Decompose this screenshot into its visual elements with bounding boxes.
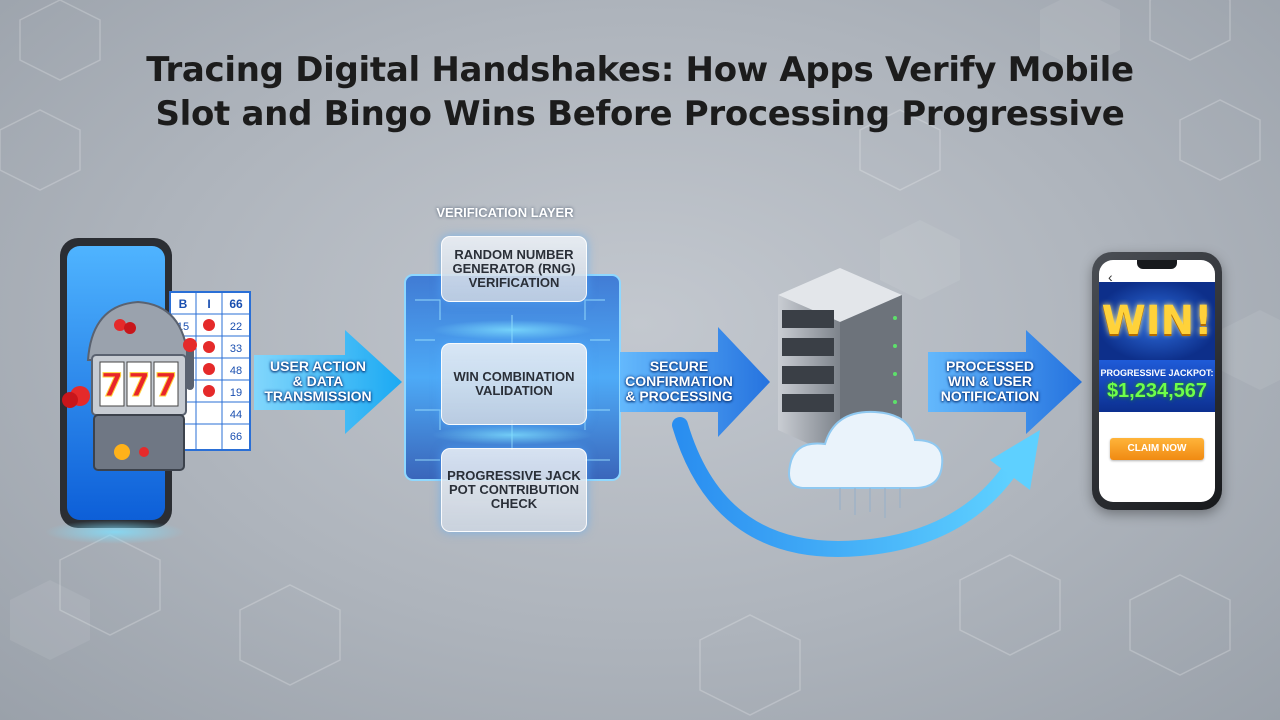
step-label-notification: Processed Win & User Notification — [934, 359, 1046, 404]
card-line: Verification — [468, 275, 560, 290]
card-win-validation: Win Combination Validation — [441, 343, 587, 425]
card-line: Random Number — [454, 247, 574, 262]
jackpot-amount: $1,234,567 — [1106, 380, 1208, 402]
cherry-icon — [124, 322, 136, 334]
bingo-cell: 19 — [230, 387, 242, 399]
card-line: Generator (RNG) — [452, 261, 576, 276]
step-label-line: Win & User — [948, 373, 1032, 389]
step-label-line: Processed — [946, 358, 1034, 374]
slot-machine: 7 7 7 — [62, 300, 197, 471]
bingo-daub — [203, 341, 215, 353]
jackpot-band: Progressive Jackpot: $1,234,567 — [1099, 360, 1215, 412]
bingo-cell: 22 — [230, 321, 242, 333]
step-label-line: & Processing — [625, 388, 733, 404]
bingo-daub — [203, 385, 215, 397]
step-label-line: & Data — [292, 373, 344, 389]
step-label-line: Secure — [649, 358, 709, 374]
bingo-cell: 66 — [230, 431, 242, 443]
cherry-icon — [62, 392, 78, 408]
result-phone: ‹ WIN! Progressive Jackpot: $1,234,567 C… — [1092, 252, 1222, 510]
bingo-cell: 33 — [230, 343, 242, 355]
win-banner: WIN! — [1099, 282, 1215, 360]
title-line-2: Slot and Bingo Wins Before Processing Pr… — [155, 94, 1125, 134]
verification-layer-title: Verification Layer — [436, 205, 574, 220]
step-label-line: User Action — [270, 358, 366, 374]
bingo-cell: 48 — [230, 365, 242, 377]
bingo-header-0: B — [179, 297, 188, 311]
card-line: Progressive Jack — [447, 468, 581, 483]
step-label-line: Transmission — [264, 388, 372, 404]
card-line: pot Contribution — [449, 482, 579, 497]
bingo-header-1: I — [207, 297, 210, 311]
flow-arrow-user-action — [254, 330, 402, 434]
phone-notch — [1137, 260, 1177, 269]
cherry-icon — [114, 319, 126, 331]
win-text: WIN! — [1101, 298, 1213, 344]
flow-arrow-confirmation — [620, 327, 770, 437]
claim-now-button[interactable]: Claim Now — [1110, 438, 1204, 460]
result-phone-screen: ‹ WIN! Progressive Jackpot: $1,234,567 C… — [1099, 260, 1215, 502]
card-line: Check — [490, 496, 538, 511]
bingo-cell: 44 — [230, 409, 242, 421]
step-label-user-action: User Action & Data Transmission — [256, 359, 380, 404]
reel-symbol: 7 — [155, 366, 177, 404]
cloud-icon — [788, 410, 944, 518]
bingo-daub — [203, 363, 215, 375]
reel-symbol: 7 — [128, 366, 150, 404]
jackpot-label: Progressive Jackpot: — [1100, 368, 1214, 378]
bingo-daub — [203, 319, 215, 331]
card-line: Win Combination — [453, 369, 575, 384]
hex-tiles-filled — [10, 0, 1280, 660]
back-chevron-icon[interactable]: ‹ — [1108, 269, 1113, 285]
flow-arrow-notification — [928, 330, 1082, 434]
card-jackpot-check: Progressive Jack pot Contribution Check — [441, 448, 587, 532]
card-rng-verification: Random Number Generator (RNG) Verificati… — [441, 236, 587, 302]
page-title: Tracing Digital Handshakes: How Apps Ver… — [60, 48, 1220, 136]
bingo-header-2: 66 — [229, 297, 243, 311]
reel-symbol: 7 — [101, 366, 123, 404]
curved-flow-arrow — [672, 417, 1040, 557]
step-label-confirmation: Secure Confirmation & Processing — [620, 359, 738, 404]
step-label-line: Notification — [940, 388, 1040, 404]
step-label-line: Confirmation — [625, 373, 733, 389]
card-line: Validation — [475, 383, 553, 398]
title-line-1: Tracing Digital Handshakes: How Apps Ver… — [146, 50, 1134, 90]
